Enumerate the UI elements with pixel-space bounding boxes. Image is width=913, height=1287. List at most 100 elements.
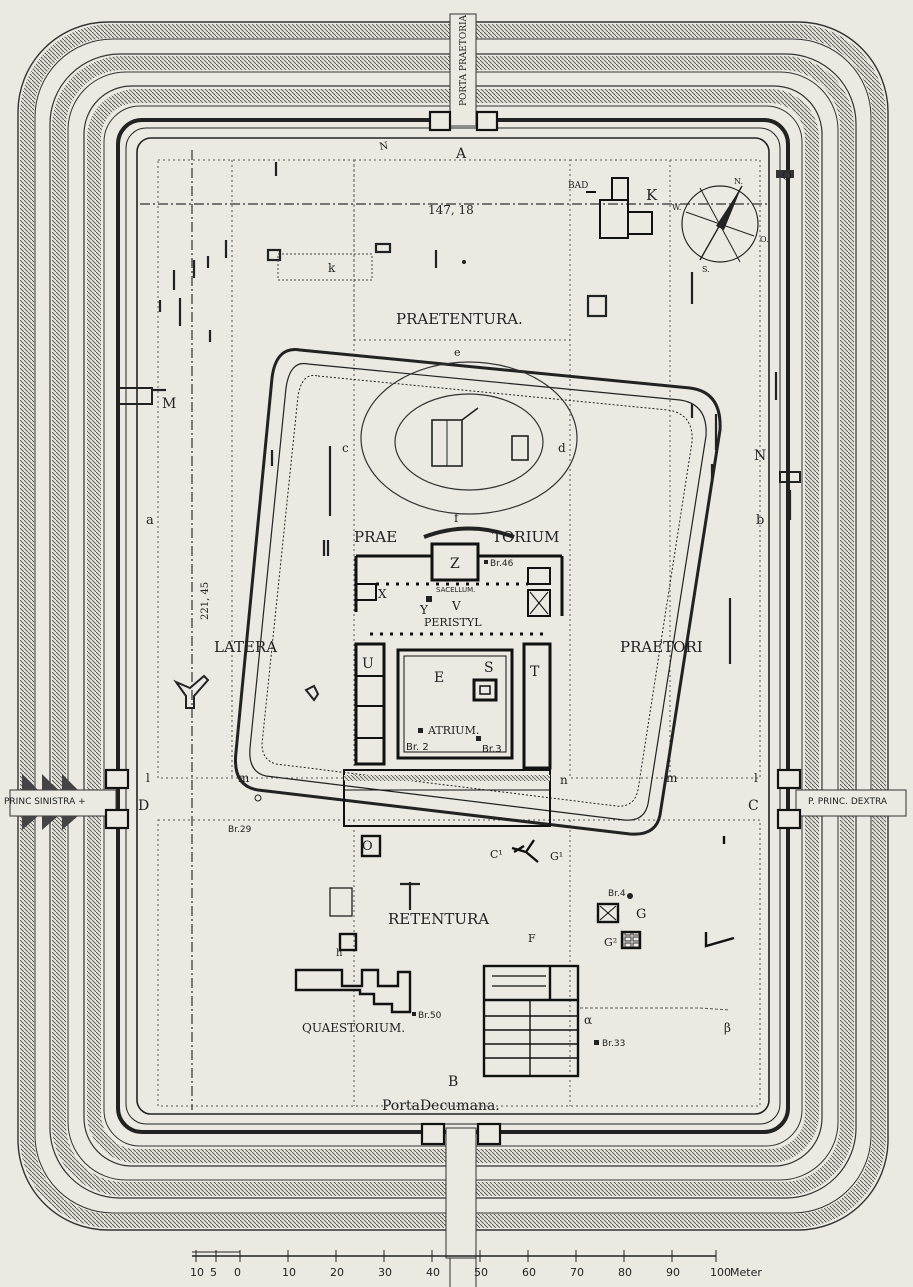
scale-tick-label: 50 (474, 1266, 488, 1279)
label-c1: C¹ (490, 848, 503, 861)
label-k-upper: K (646, 186, 658, 204)
label-b-upper: B (448, 1074, 458, 1090)
latera-marker (173, 674, 210, 709)
scale-tick-label: 80 (618, 1266, 632, 1279)
line-alpha-beta (580, 1007, 731, 1011)
label-n-small: N (379, 141, 390, 153)
label-s-upper: S (484, 660, 494, 676)
west-arrow-markers (22, 774, 78, 830)
gate-labels: PORTA PRAETORIA PortaDecumana. PRINC SIN… (4, 14, 888, 1114)
well-labels: Br.46 Br.29 Br.4 Br.50 Br.33 Br. 2 Br.3 (228, 559, 626, 1049)
compass-labels: N. S. W. O. (672, 177, 769, 274)
scale-tick-label: 10 (190, 1266, 204, 1279)
label-m-upper: M (162, 396, 176, 412)
label-t-upper: T (530, 664, 540, 680)
label-b-lower: b (756, 513, 764, 528)
scale-tick-label: 10 (282, 1266, 296, 1279)
label-compass-w: W. (672, 203, 681, 212)
label-c-upper: C (748, 798, 759, 814)
label-n-lower: n (560, 773, 568, 787)
label-sacellum: SACELLUM. (436, 586, 475, 594)
label-br50: Br.50 (418, 1011, 442, 1021)
scale-tick-label: 40 (426, 1266, 440, 1279)
survey-labels: 147, 18 221, 45 (200, 203, 474, 620)
tower-m (117, 387, 153, 405)
building-fragments (152, 162, 792, 910)
gate-causeways (9, 13, 907, 1259)
inner-earthwork (233, 348, 722, 836)
label-k-lower: k (328, 261, 336, 275)
label-d-upper: D (138, 798, 149, 814)
label-praetori: PRAETORI (620, 638, 703, 656)
label-br3: Br.3 (482, 744, 502, 755)
label-princ-sinistra: PRINC SINISTRA + (4, 797, 86, 807)
label-praetentura: PRAETENTURA. (396, 310, 523, 328)
label-latera: LATERA (214, 638, 277, 656)
label-princ-dextra: P. PRINC. DEXTRA (808, 797, 888, 807)
wells-dots (254, 260, 633, 1045)
label-o-upper: O (362, 839, 373, 854)
label-beta: β (724, 1021, 731, 1035)
label-atrium: ATRIUM. (427, 724, 479, 737)
label-compass-n: N. (734, 177, 743, 186)
label-br29: Br.29 (228, 825, 252, 835)
compass-rose (681, 185, 759, 263)
building-labels: SACELLUM. PERISTYL ATRIUM. BAD (424, 181, 588, 737)
zone-labels: PRAETENTURA. RETENTURA LATERA PRAETORI P… (214, 310, 703, 1035)
label-a-upper: A (455, 146, 467, 162)
label-porta-praetoria: PORTA PRAETORIA (459, 14, 469, 106)
label-compass-o: O. (760, 235, 769, 244)
label-survey-221: 221, 45 (200, 582, 211, 620)
letter-labels: A B C D E F G C¹ G¹ G² K k M N O Q S T U… (138, 141, 792, 1090)
label-g1: G¹ (550, 850, 563, 863)
label-n-upper: N (754, 448, 766, 464)
label-f-lower: f (454, 511, 460, 525)
label-alpha: α (584, 1013, 592, 1027)
scale-tick-label: 5 (210, 1266, 217, 1279)
label-l-right: l (754, 771, 758, 785)
label-br33: Br.33 (602, 1039, 625, 1049)
retentura-buildings (294, 834, 735, 1078)
label-peristyl: PERISTYL (424, 616, 482, 629)
label-praetorium-left: PRAE (354, 528, 397, 546)
scale-unit: Meter (730, 1266, 762, 1279)
label-c-lower: c (342, 441, 349, 455)
scale-tick-label: 70 (570, 1266, 584, 1279)
gate-towers (104, 110, 802, 1146)
label-g2: G² (604, 936, 617, 949)
label-br2: Br. 2 (406, 742, 429, 753)
label-f-upper: F (528, 932, 536, 945)
praetorium-complex (343, 542, 564, 827)
label-m-left: m (238, 771, 250, 785)
label-m-right: m (666, 771, 678, 785)
label-v-upper: V (451, 599, 461, 613)
label-z-upper: Z (450, 556, 460, 572)
label-praetorium-right: TORIUM (492, 528, 560, 546)
label-l-left: l (146, 771, 150, 785)
label-retentura: RETENTURA (388, 910, 489, 928)
label-porta-decumana: PortaDecumana. (382, 1098, 500, 1114)
label-a-lower: a (146, 513, 154, 528)
label-y-upper: Y (419, 603, 429, 617)
label-q-upper: Q (782, 169, 792, 183)
label-u-upper: U (362, 656, 374, 672)
label-h-lower: h (336, 948, 343, 959)
building-q (776, 170, 794, 178)
scale-tick-label: 90 (666, 1266, 680, 1279)
label-survey-147: 147, 18 (428, 203, 474, 217)
scale-tick-label: 0 (234, 1266, 241, 1279)
scale-tick-label: 60 (522, 1266, 536, 1279)
label-d-lower: d (558, 441, 566, 455)
tower-n (779, 471, 801, 483)
label-e-upper: E (434, 670, 444, 686)
label-br46: Br.46 (490, 559, 514, 569)
label-quaestorium: QUAESTORIUM. (302, 1021, 405, 1035)
label-compass-s: S. (702, 265, 710, 274)
label-br4: Br.4 (608, 889, 626, 899)
scale-tick-label: 30 (378, 1266, 392, 1279)
label-bad: BAD (568, 181, 588, 191)
scale-tick-label: 20 (330, 1266, 344, 1279)
scale-tick-label: 100 (710, 1266, 731, 1279)
